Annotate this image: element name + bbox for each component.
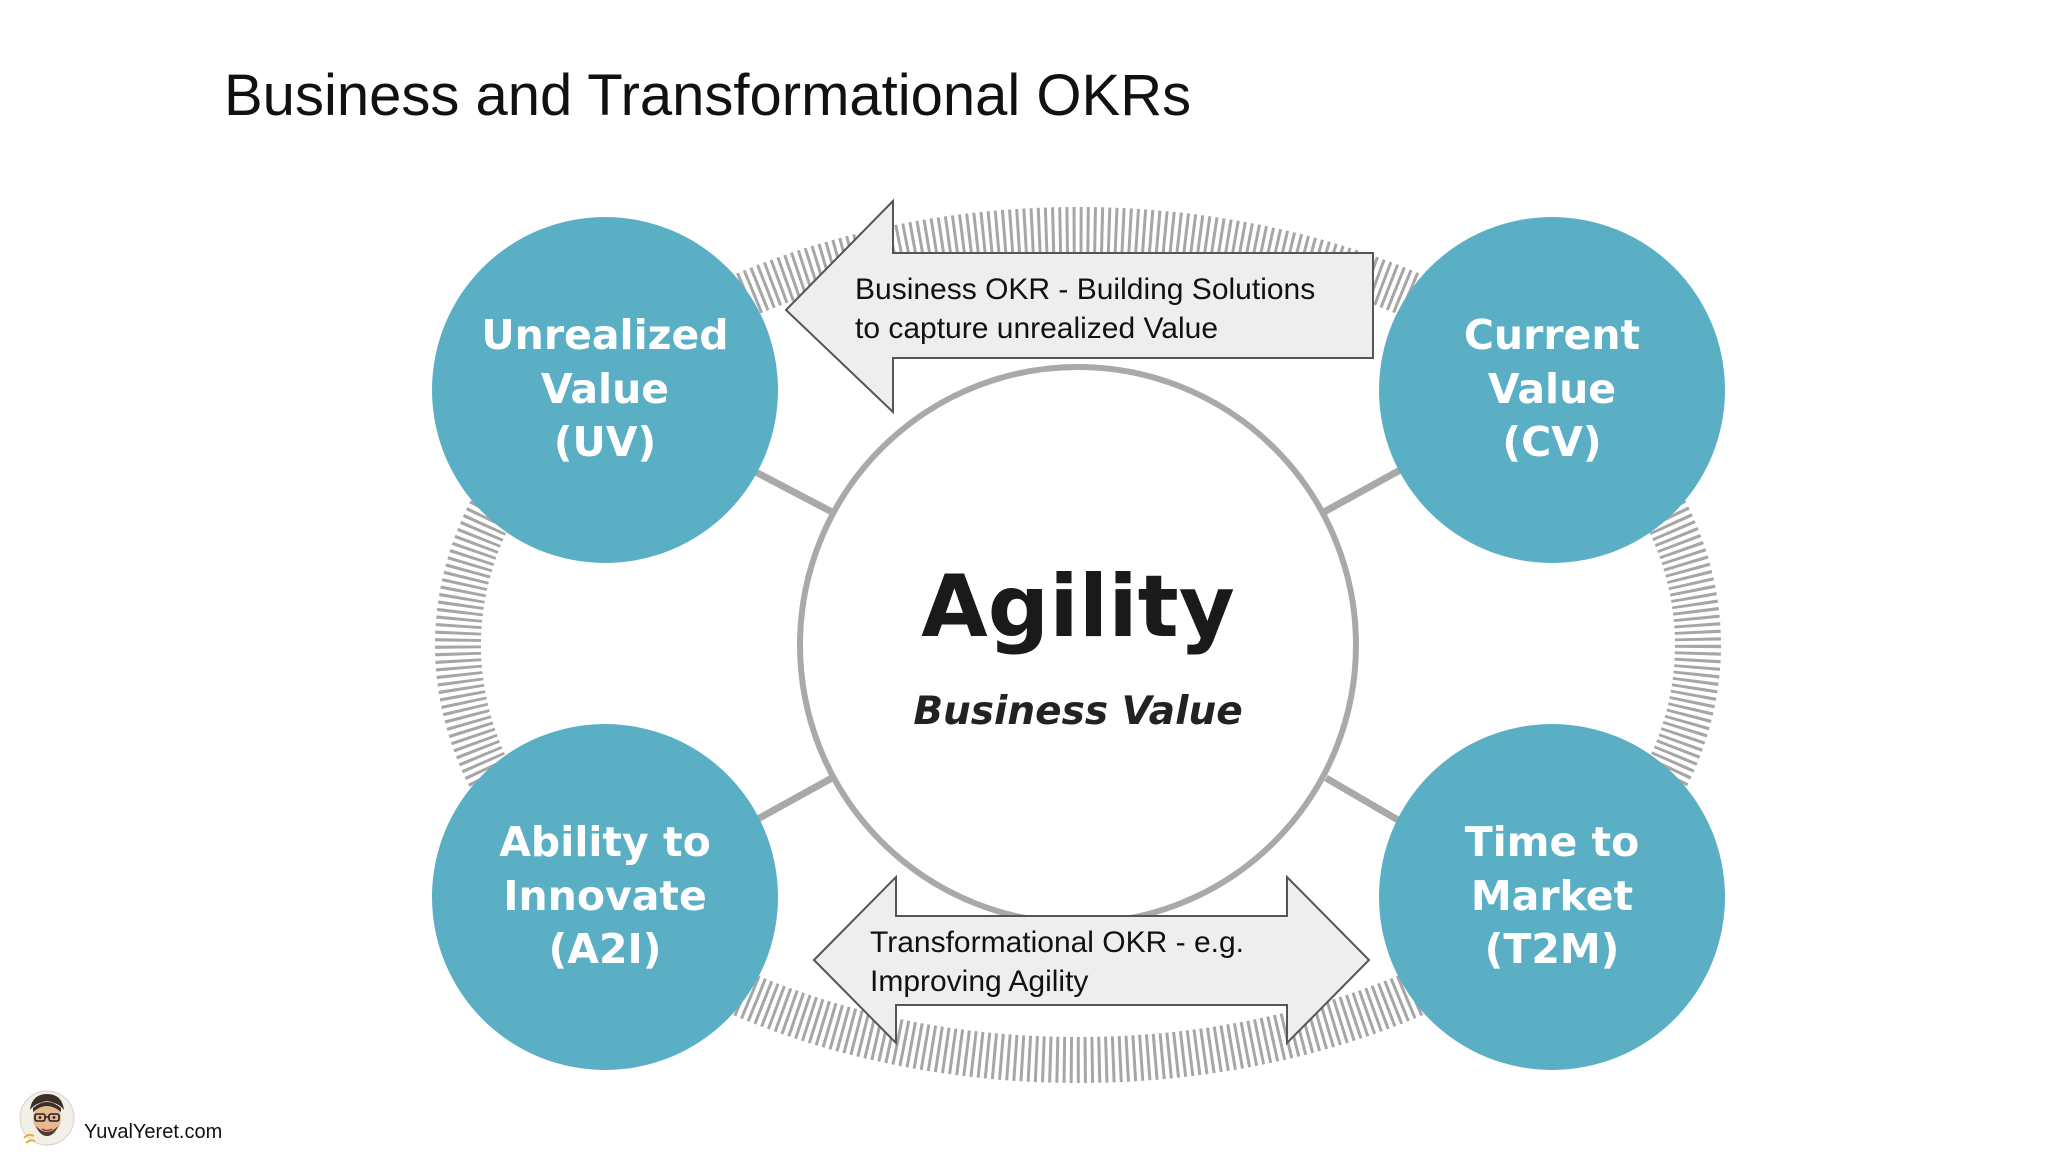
connector-a2i xyxy=(754,774,834,824)
node-label-line: Value xyxy=(1488,365,1616,413)
footer-credit: YuvalYeret.com xyxy=(84,1121,223,1143)
connector-t2m xyxy=(1324,774,1400,824)
business-okr-label-line: Business OKR - Building Solutions xyxy=(855,273,1315,306)
node-label-line: Current xyxy=(1464,311,1640,359)
transformational-okr-arrow: Transformational OKR - e.g. Improving Ag… xyxy=(812,874,1371,1046)
node-label-line: Ability to xyxy=(499,818,711,866)
hatched-loop xyxy=(435,207,1721,1083)
node-ability-to-innovate: Ability to Innovate (A2I) xyxy=(432,724,778,1070)
node-label-line: Time to xyxy=(1465,818,1640,866)
transformational-okr-label-line: Transformational OKR - e.g. xyxy=(870,926,1244,959)
node-label-line: (T2M) xyxy=(1485,925,1620,973)
business-okr-arrow: Business OKR - Building Solutions to cap… xyxy=(784,198,1374,415)
center-subtitle: Business Value xyxy=(913,689,1242,734)
connector-uv xyxy=(746,464,834,516)
node-unrealized-value: Unrealized Value (UV) xyxy=(432,217,778,563)
connectors xyxy=(746,464,1406,824)
node-label-line: Value xyxy=(541,365,669,413)
connector-cv xyxy=(1322,464,1406,516)
node-time-to-market: Time to Market (T2M) xyxy=(1379,724,1725,1070)
node-label-line: Unrealized xyxy=(481,311,728,359)
node-label-line: (CV) xyxy=(1502,418,1601,466)
slide-title: Business and Transformational OKRs xyxy=(224,63,1192,128)
node-label-line: Innovate xyxy=(503,872,707,920)
transformational-okr-label-line: Improving Agility xyxy=(870,965,1088,998)
node-label-line: Market xyxy=(1471,872,1633,920)
node-label-line: (UV) xyxy=(554,418,657,466)
author-avatar xyxy=(19,1090,75,1146)
business-okr-label-line: to capture unrealized Value xyxy=(855,312,1218,345)
node-current-value: Current Value (CV) xyxy=(1379,217,1725,563)
node-label-line: (A2I) xyxy=(549,925,662,973)
center-title: Agility xyxy=(921,557,1235,657)
